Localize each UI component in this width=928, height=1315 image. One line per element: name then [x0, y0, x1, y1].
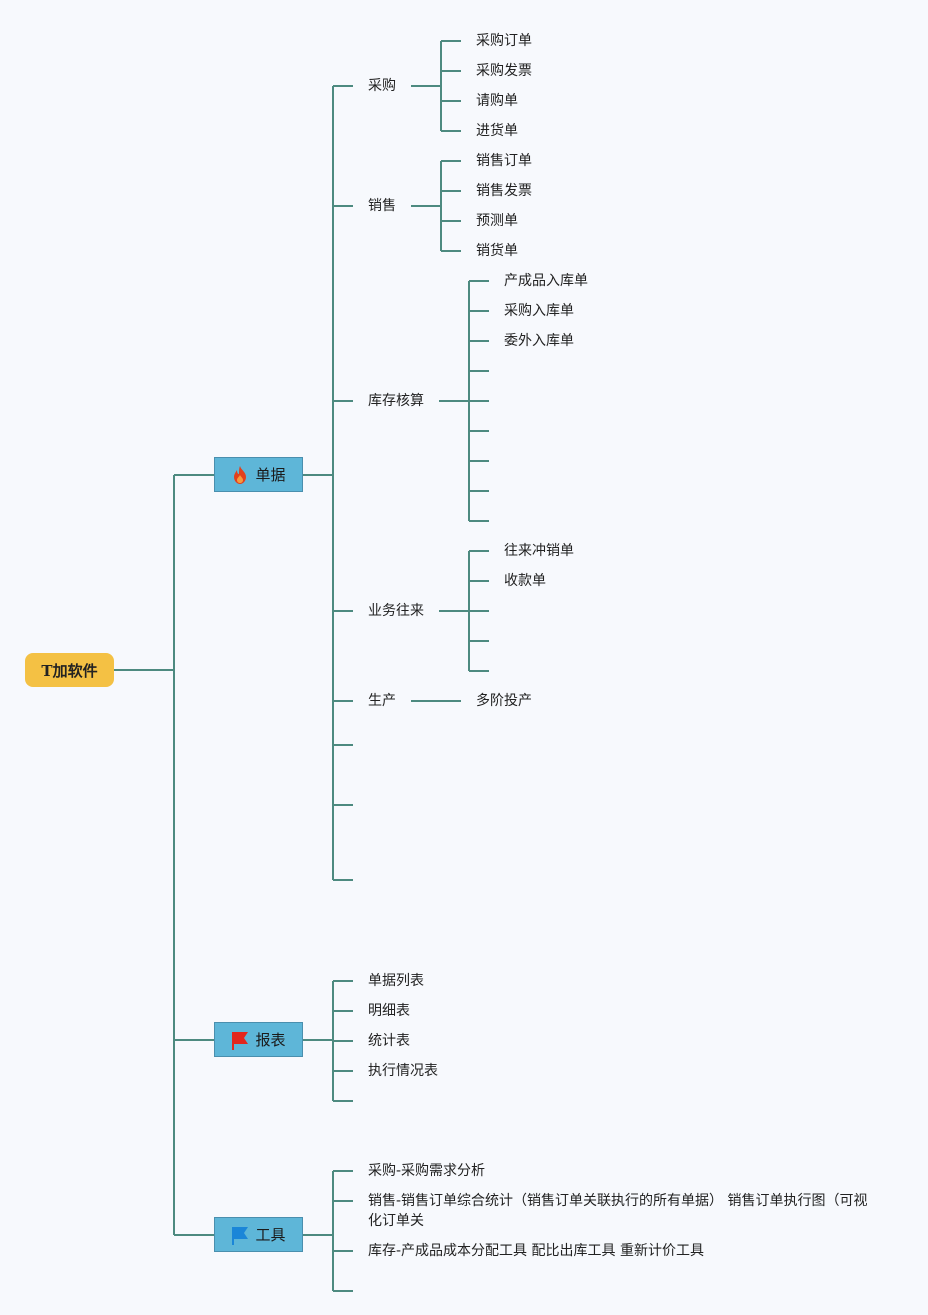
tool-item[interactable]: 库存-产成品成本分配工具 配比出库工具 重新计价工具 [368, 1243, 704, 1259]
subcategory-business[interactable]: 业务往来 [368, 603, 424, 619]
tool-item[interactable]: 采购-采购需求分析 [368, 1163, 486, 1179]
leaf-node[interactable]: 进货单 [476, 123, 518, 139]
red-flag-icon [232, 1031, 249, 1050]
report-item[interactable]: 执行情况表 [368, 1063, 438, 1079]
subcategory-inventory[interactable]: 库存核算 [368, 393, 424, 409]
category-reports[interactable]: 报表 [214, 1022, 303, 1057]
category-documents[interactable]: 单据 [214, 457, 303, 492]
leaf-node[interactable]: 请购单 [476, 93, 518, 109]
leaf-node[interactable]: 多阶投产 [476, 693, 532, 709]
leaf-node[interactable]: 销货单 [476, 243, 518, 259]
leaf-node[interactable]: 采购订单 [476, 33, 532, 49]
leaf-node[interactable]: 采购发票 [476, 63, 532, 79]
category-tools[interactable]: 工具 [214, 1217, 303, 1252]
root-node[interactable]: T加软件 [25, 653, 114, 687]
subcategory-purchase[interactable]: 采购 [368, 78, 396, 94]
leaf-node[interactable]: 委外入库单 [504, 333, 574, 349]
leaf-node[interactable]: 预测单 [476, 213, 518, 229]
leaf-node[interactable]: 收款单 [504, 573, 546, 589]
subcategory-production[interactable]: 生产 [368, 693, 396, 709]
blue-flag-icon [232, 1226, 249, 1245]
leaf-node[interactable]: 产成品入库单 [504, 273, 588, 289]
report-item[interactable]: 单据列表 [368, 973, 424, 989]
subcategory-sales[interactable]: 销售 [368, 198, 396, 214]
report-item[interactable]: 明细表 [368, 1003, 410, 1019]
leaf-node[interactable]: 采购入库单 [504, 303, 574, 319]
leaf-node[interactable]: 销售订单 [476, 153, 532, 169]
tool-item[interactable]: 销售-销售订单综合统计（销售订单关联执行的所有单据） 销售订单执行图（可视化订单… [368, 1193, 868, 1229]
category-label: 工具 [255, 1226, 286, 1244]
leaf-node[interactable]: 往来冲销单 [504, 543, 574, 559]
fire-icon [234, 465, 247, 484]
leaf-node[interactable]: 销售发票 [476, 183, 532, 199]
report-item[interactable]: 统计表 [368, 1033, 410, 1049]
category-label: 报表 [255, 1031, 286, 1049]
category-label: 单据 [255, 466, 286, 484]
